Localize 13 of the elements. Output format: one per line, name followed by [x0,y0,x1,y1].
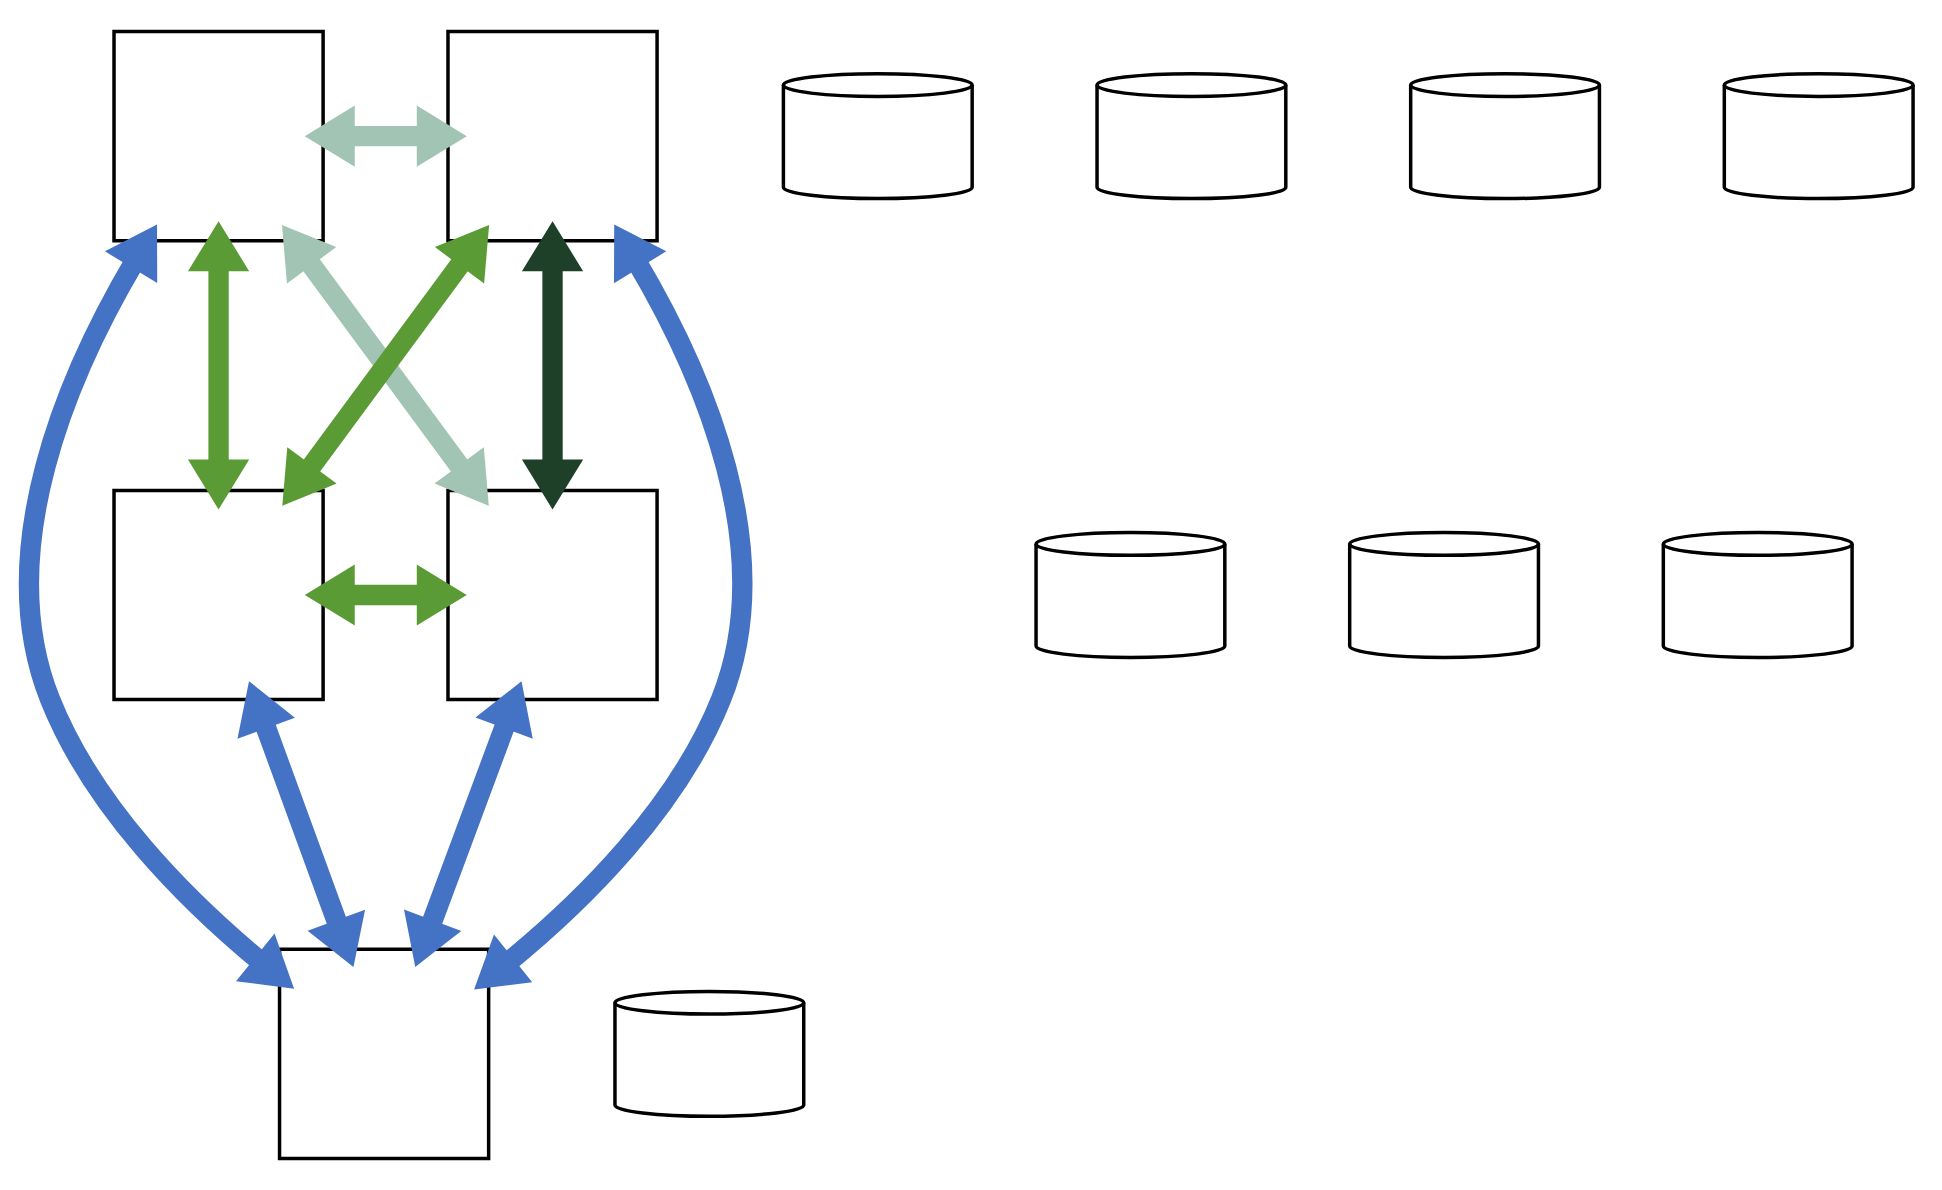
arrow [18,224,295,989]
node-box [112,488,325,702]
arrow [304,105,467,167]
node-box [446,29,659,243]
arrow [474,224,753,990]
arrow [521,221,584,510]
node-box [112,29,325,243]
arrow [404,681,533,968]
node-box [446,488,659,702]
arrow [304,564,467,626]
arrow [187,221,250,510]
node-box [277,947,491,1161]
arrow [237,681,366,968]
